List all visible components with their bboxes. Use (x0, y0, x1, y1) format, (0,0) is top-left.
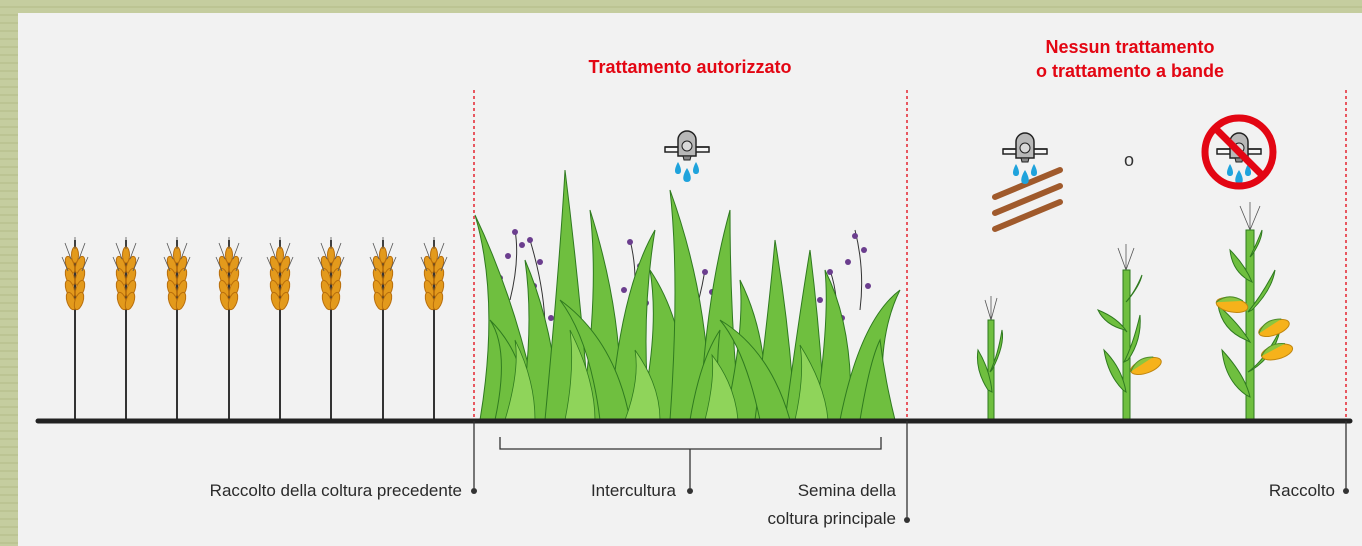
no-spray-icon (1201, 114, 1277, 190)
previous-harvest-label: Raccolto della coltura precedente (209, 481, 462, 500)
wheat-plant-icon (61, 236, 448, 421)
intercrop-marker (687, 488, 693, 494)
sprayer-icon (664, 130, 710, 182)
sowing-marker (904, 517, 910, 523)
grass-cover-icon (474, 169, 901, 421)
intercrop-label: Intercultura (590, 481, 676, 500)
no-treatment-heading-line1: Nessun trattamento (1045, 37, 1215, 57)
harvest-marker (1343, 488, 1349, 494)
or-separator: o (1124, 150, 1135, 170)
authorized-treatment-heading: Trattamento autorizzato (588, 57, 792, 77)
no-treatment-heading-line2: o trattamento a bande (1035, 61, 1225, 81)
intercrop-bracket (499, 437, 882, 488)
harvest-label: Raccolto (1268, 481, 1335, 500)
sowing-label-line2: coltura principale (767, 509, 896, 528)
sowing-label-line1: Semina della (797, 481, 896, 500)
previous-harvest-marker (471, 488, 477, 494)
band-sprayer-icon (992, 132, 1063, 232)
corn-plant-icon (977, 202, 1295, 421)
